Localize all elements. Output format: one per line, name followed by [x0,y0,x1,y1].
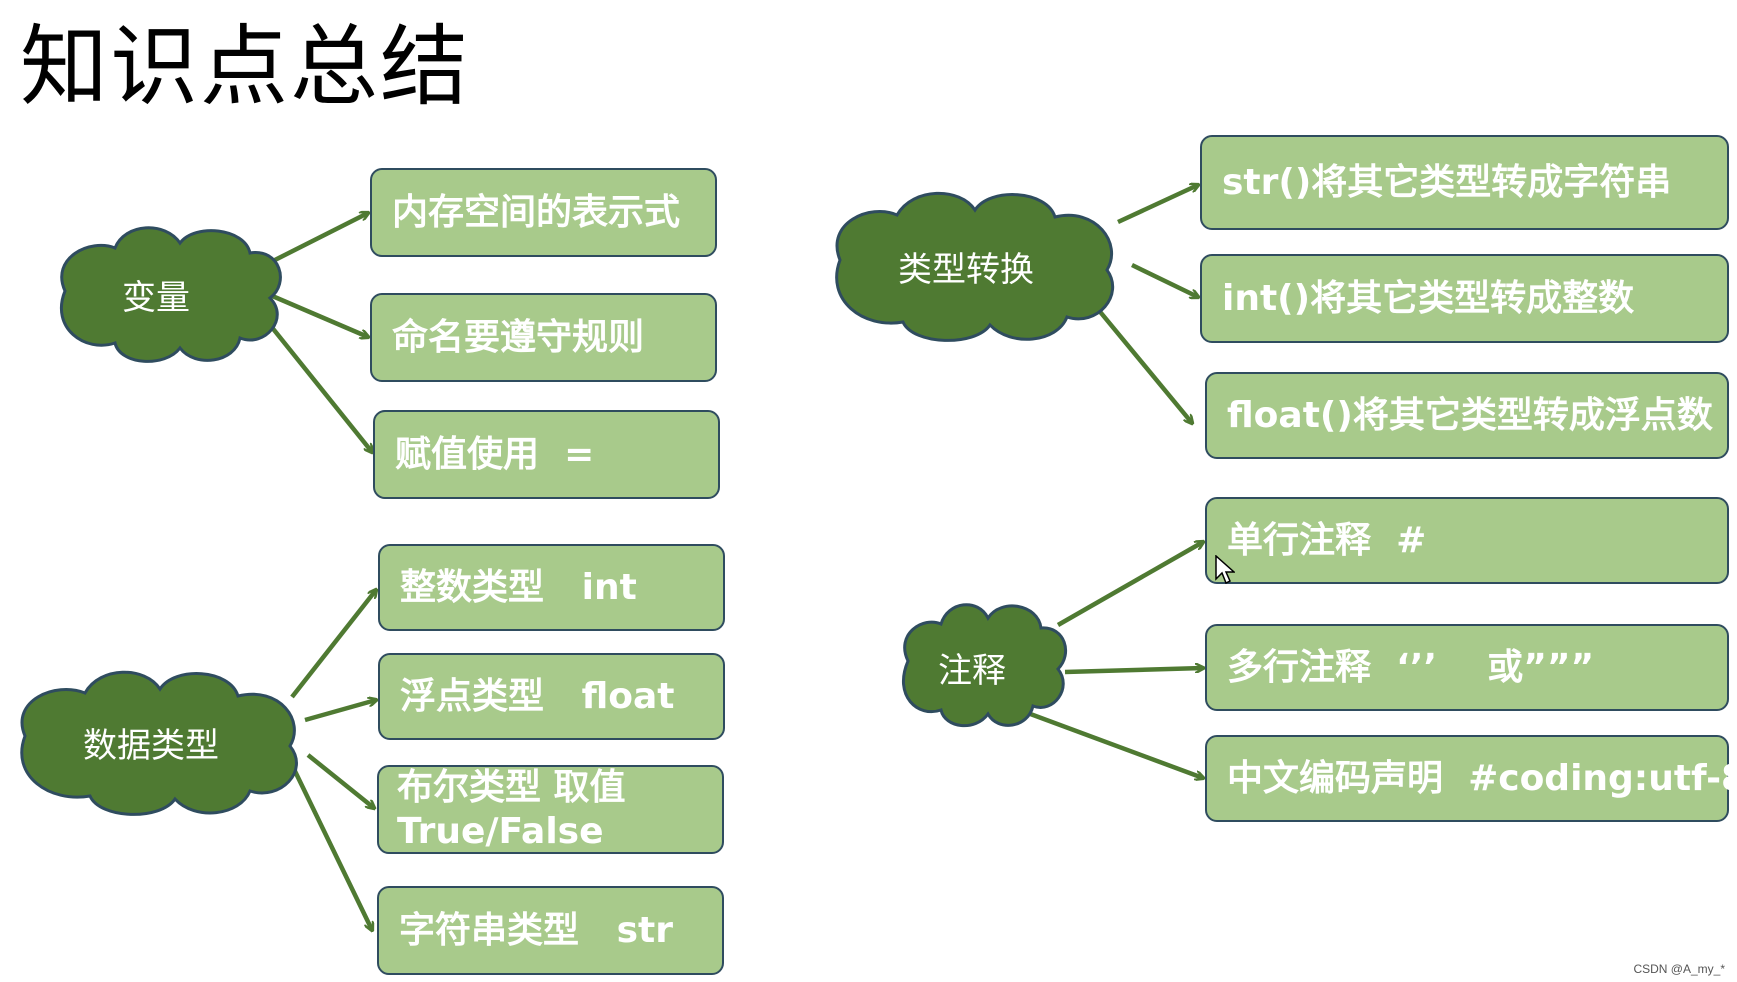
box-comment-single: 单行注释 # [1205,497,1729,584]
box-variable-assign: 赋值使用 = [373,410,720,499]
box-datatype-float: 浮点类型 float [378,653,725,740]
box-datatype-int: 整数类型 int [378,544,725,631]
arrow-datatype-int [290,590,376,699]
arrow-variable-assign [256,308,372,452]
arrow-datatype-str [289,764,372,930]
box-comment-encoding: 中文编码声明 #coding:utf-8 [1205,735,1737,822]
page-title: 知识点总结 [20,15,471,118]
cloud-conversion [835,191,1115,342]
cloud-label-variable: 变量 [122,278,190,318]
box-conversion-float: float()将其它类型转成浮点数 [1205,372,1729,459]
box-datatype-bool-line2: True/False [397,810,604,852]
cloud-comment [901,603,1068,728]
arrow-conversion-str [1117,185,1198,225]
cloud-label-datatype: 数据类型 [83,726,219,766]
arrow-variable-memory [263,213,368,268]
box-variable-memory: 内存空间的表示式 [370,168,717,257]
arrow-comment-encoding [1024,709,1203,778]
watermark: CSDN @A_my_* [1633,962,1725,976]
arrow-datatype-bool [306,753,374,808]
arrow-comment-single [1056,542,1203,627]
cloud-variable [59,226,282,363]
arrow-variable-naming [269,292,368,337]
box-variable-naming: 命名要遵守规则 [370,293,717,382]
arrow-conversion-int [1131,262,1198,297]
box-conversion-int: int()将其它类型转成整数 [1200,254,1729,343]
cloud-label-conversion: 类型转换 [898,250,1034,290]
mouse-cursor-icon [1215,555,1235,585]
box-datatype-bool: 布尔类型 取值 True/False [377,765,724,854]
arrow-datatype-float [304,700,376,723]
arrow-conversion-float [1090,300,1192,423]
box-datatype-str: 字符串类型 str [377,886,724,975]
box-datatype-bool-line1: 布尔类型 取值 [397,766,626,808]
cloud-label-comment: 注释 [938,651,1006,691]
box-conversion-str: str()将其它类型转成字符串 [1200,135,1729,230]
arrow-comment-multi [1064,668,1203,675]
box-comment-multi: 多行注释 ‘’’ 或””” [1205,624,1729,711]
cloud-datatype [20,670,298,816]
